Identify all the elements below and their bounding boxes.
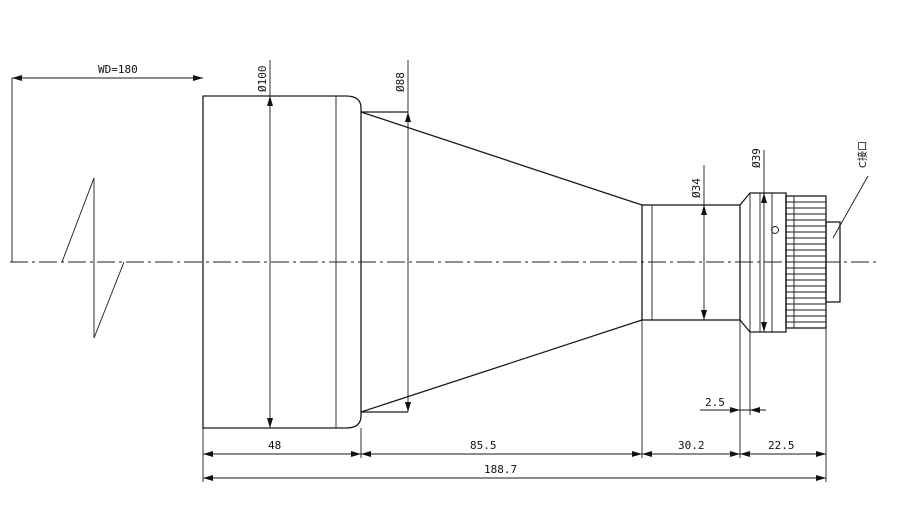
rear-diameter-label: Ø39 [750, 148, 763, 168]
barrel-length-label: 30.2 [678, 439, 705, 452]
cone-diameter-dimension: Ø88 [394, 60, 411, 412]
total-length-row: 188.7 [203, 463, 826, 481]
rear-length-label: 22.5 [768, 439, 795, 452]
front-length-label: 48 [268, 439, 281, 452]
cone-diameter-label: Ø88 [394, 72, 407, 92]
cone-length-label: 85.5 [470, 439, 497, 452]
front-diameter-label: Ø100 [256, 66, 269, 93]
front-diameter-dimension: Ø100 [256, 60, 273, 428]
barrel-section [641, 204, 741, 321]
mount-callout: C接口 [832, 141, 869, 239]
knurl-pattern [786, 196, 826, 328]
c-mount-thread [825, 221, 841, 303]
barrel-diameter-dimension: Ø34 [690, 165, 707, 320]
step-dimension: 2.5 [700, 396, 766, 413]
wd-label: WD=180 [98, 63, 138, 76]
focus-screw-icon [771, 226, 779, 234]
working-distance-indicator: WD=180 [11, 63, 203, 339]
extension-lines [202, 320, 827, 482]
front-cylinder [202, 95, 362, 429]
rear-mount-section [739, 192, 841, 333]
total-length-label: 188.7 [484, 463, 517, 476]
step-length-label: 2.5 [705, 396, 725, 409]
barrel-diameter-label: Ø34 [690, 178, 703, 198]
rear-diameter-dimension: Ø39 [750, 148, 767, 332]
section-lengths-row: 48 85.5 30.2 22.5 [203, 439, 826, 457]
mount-label: C接口 [856, 141, 869, 168]
